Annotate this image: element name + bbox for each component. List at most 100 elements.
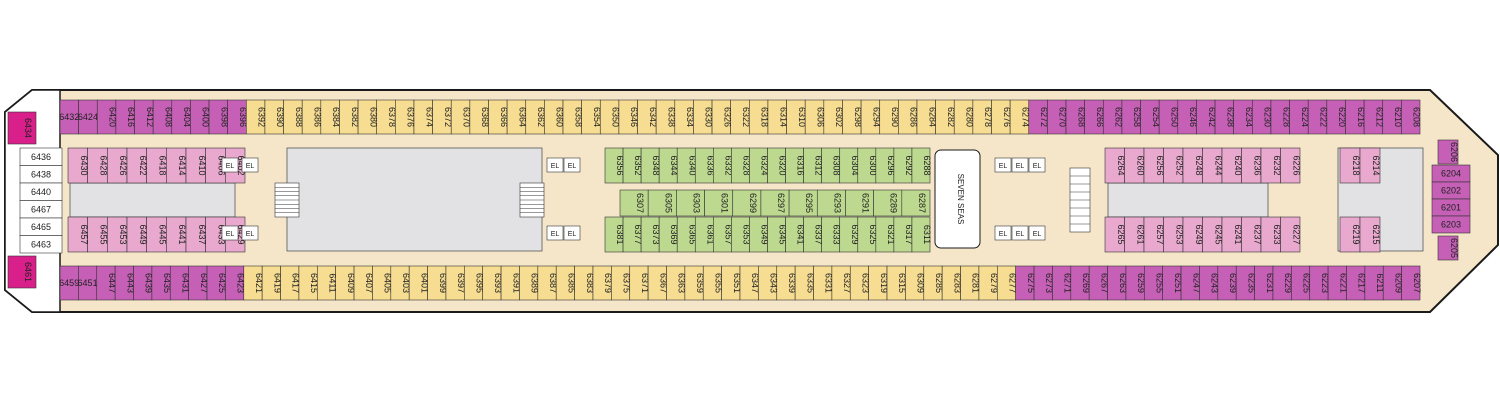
cabin-bottom-outer[interactable]: 6259 xyxy=(1125,265,1146,301)
cabin-top-outer[interactable]: 6286 xyxy=(898,99,919,135)
cabin-bottom-outer[interactable]: 6217 xyxy=(1346,265,1367,301)
cabin-bottom-outer[interactable]: 6347 xyxy=(739,265,760,301)
cabin-mid-inner[interactable]: 6325 xyxy=(857,216,878,253)
cabin-bottom-outer[interactable]: 6343 xyxy=(758,265,779,301)
cabin-top-outer[interactable]: 6366 xyxy=(488,99,509,135)
cabin-mid-inner[interactable]: 6287 xyxy=(901,189,931,217)
cabin-mid-inner[interactable]: 6297 xyxy=(760,189,790,217)
cabin-bottom-outer[interactable]: 6285 xyxy=(923,265,944,301)
cabin-bottom-outer[interactable]: 6395 xyxy=(464,265,485,301)
cabin-mid-inner[interactable]: 6345 xyxy=(767,216,788,253)
cabin-bottom-outer[interactable]: 6209 xyxy=(1382,265,1403,301)
cabin-fwd-small[interactable]: 6218 xyxy=(1339,147,1361,184)
cabin-fwd-inner[interactable]: 6257 xyxy=(1143,216,1165,253)
cabin-top-outer[interactable]: 6212 xyxy=(1363,99,1384,135)
cabin-mid-inner[interactable]: 6316 xyxy=(785,147,806,184)
cabin-bottom-outer[interactable]: 6355 xyxy=(702,265,723,301)
cabin-mid-inner[interactable]: 6329 xyxy=(839,216,860,253)
cabin-top-outer[interactable]: 6368 xyxy=(469,99,490,135)
cabin-mid-inner[interactable]: 6289 xyxy=(873,189,903,217)
cabin-bottom-outer[interactable]: 6273 xyxy=(1033,265,1054,301)
cabin-bottom-outer[interactable]: 6385 xyxy=(555,265,576,301)
cabin-bottom-outer[interactable]: 6335 xyxy=(794,265,815,301)
cabin-bottom-outer[interactable]: 6271 xyxy=(1052,265,1073,301)
cabin-top-outer[interactable]: 6280 xyxy=(953,99,975,135)
cabin-mid-inner[interactable]: 6352 xyxy=(622,147,643,184)
cabin-bottom-outer[interactable]: 6439 xyxy=(133,265,154,301)
cabin-bottom-outer[interactable]: 6435 xyxy=(151,265,172,301)
cabin-fwd-inner[interactable]: 6256 xyxy=(1143,147,1165,184)
cabin-bottom-outer[interactable]: 6375 xyxy=(611,265,632,301)
cabin-aft-inner[interactable]: 6449 xyxy=(126,216,148,253)
cabin-fwd-inner[interactable]: 6237 xyxy=(1241,216,1263,253)
cabin-top-outer[interactable]: 6334 xyxy=(674,99,695,135)
cabin-bottom-outer[interactable]: 6403 xyxy=(390,265,411,301)
cabin-top-outer[interactable]: 6298 xyxy=(842,99,863,135)
cabin-top-outer[interactable]: 6276 xyxy=(991,99,1012,135)
cabin-aft-inner[interactable]: 6457 xyxy=(67,216,89,253)
cabin-bottom-outer[interactable]: 6235 xyxy=(1235,265,1256,301)
cabin-top-outer[interactable]: 6222 xyxy=(1307,99,1329,135)
cabin-mid-inner[interactable]: 6340 xyxy=(676,147,697,184)
cabin-fwd-small[interactable]: 6219 xyxy=(1339,216,1361,253)
cabin-bottom-outer[interactable]: 6401 xyxy=(408,265,429,301)
cabin-top-outer[interactable]: 6238 xyxy=(1214,99,1235,135)
cabin-top-outer[interactable]: 6310 xyxy=(786,99,807,135)
cabin-mid-inner[interactable]: 6361 xyxy=(694,216,715,253)
cabin-bottom-outer[interactable]: 6279 xyxy=(978,265,999,301)
cabin-mid-inner[interactable]: 6356 xyxy=(604,147,625,184)
cabin-mid-inner[interactable]: 6336 xyxy=(694,147,715,184)
cabin-mid-inner[interactable]: 6293 xyxy=(816,189,846,217)
cabin-fwd-inner[interactable]: 6249 xyxy=(1182,216,1204,253)
cabin-top-outer[interactable]: 6282 xyxy=(935,99,956,135)
cabin-mid-inner[interactable]: 6344 xyxy=(658,147,679,184)
cabin-top-outer[interactable]: 6250 xyxy=(1158,99,1179,135)
cabin-bottom-outer[interactable]: 6309 xyxy=(905,265,926,301)
cabin-fwd-small[interactable]: 6214 xyxy=(1359,147,1381,184)
cabin-top-outer[interactable]: 6386 xyxy=(301,99,323,135)
cabin-aft-side[interactable]: 6467 xyxy=(19,200,63,219)
cabin-aft-inner[interactable]: 6422 xyxy=(126,147,148,184)
cabin-mid-inner[interactable]: 6341 xyxy=(785,216,806,253)
cabin-bottom-outer[interactable]: 6281 xyxy=(960,265,981,301)
cabin-top-outer[interactable]: 6354 xyxy=(581,99,602,135)
cabin-aft-corner[interactable]: 6461 xyxy=(7,255,37,289)
cabin-aft-inner[interactable]: 6445 xyxy=(146,216,168,253)
cabin-bottom-outer[interactable]: 6411 xyxy=(316,265,337,301)
cabin-top-outer[interactable]: 6380 xyxy=(357,99,378,135)
cabin-aft-inner[interactable]: 6437 xyxy=(185,216,207,253)
cabin-top-outer[interactable]: 6228 xyxy=(1270,99,1291,135)
cabin-bottom-outer[interactable]: 6387 xyxy=(537,265,558,301)
cabin-bottom-outer[interactable]: 6421 xyxy=(243,265,264,301)
cabin-mid-inner[interactable]: 6288 xyxy=(911,147,932,184)
cabin-mid-inner[interactable]: 6369 xyxy=(658,216,679,253)
cabin-bottom-outer[interactable]: 6431 xyxy=(169,265,190,301)
cabin-top-outer[interactable]: 6220 xyxy=(1326,99,1347,135)
cabin-mid-inner[interactable]: 6324 xyxy=(749,147,769,184)
cabin-top-outer[interactable]: 6322 xyxy=(730,99,751,135)
cabin-bottom-outer[interactable]: 6427 xyxy=(188,265,209,301)
cabin-aft-inner[interactable]: 6455 xyxy=(87,216,109,253)
cabin-bottom-outer[interactable]: 6409 xyxy=(335,265,356,301)
cabin-bottom-outer[interactable]: 6275 xyxy=(1015,265,1036,301)
cabin-top-outer[interactable]: 6318 xyxy=(749,99,770,135)
cabin-top-outer[interactable]: 6362 xyxy=(525,99,546,135)
cabin-bottom-outer[interactable]: 6239 xyxy=(1217,265,1238,301)
cabin-bottom-outer[interactable]: 6393 xyxy=(482,265,503,301)
cabin-mid-inner[interactable]: 6291 xyxy=(845,189,874,217)
cabin-aft-side[interactable]: 6440 xyxy=(19,182,63,201)
cabin-top-outer[interactable]: 6376 xyxy=(395,99,416,135)
cabin-top-outer[interactable]: 6272 xyxy=(1028,99,1049,135)
cabin-fwd-end[interactable]: 6203 xyxy=(1431,215,1471,234)
cabin-top-outer[interactable]: 6210 xyxy=(1382,99,1403,135)
cabin-top-outer[interactable]: 6388 xyxy=(283,99,304,135)
cabin-top-outer[interactable]: 6390 xyxy=(264,99,285,135)
cabin-bottom-outer[interactable]: 6405 xyxy=(372,265,393,301)
cabin-top-outer[interactable]: 6358 xyxy=(562,99,583,135)
cabin-mid-inner[interactable]: 6337 xyxy=(803,216,824,253)
cabin-top-outer[interactable]: 6234 xyxy=(1233,99,1254,135)
cabin-fwd-inner[interactable]: 6265 xyxy=(1104,216,1126,253)
cabin-top-outer[interactable]: 6278 xyxy=(972,99,993,135)
cabin-bottom-outer[interactable]: 6277 xyxy=(996,265,1017,301)
cabin-bottom-outer[interactable]: 6221 xyxy=(1327,265,1348,301)
